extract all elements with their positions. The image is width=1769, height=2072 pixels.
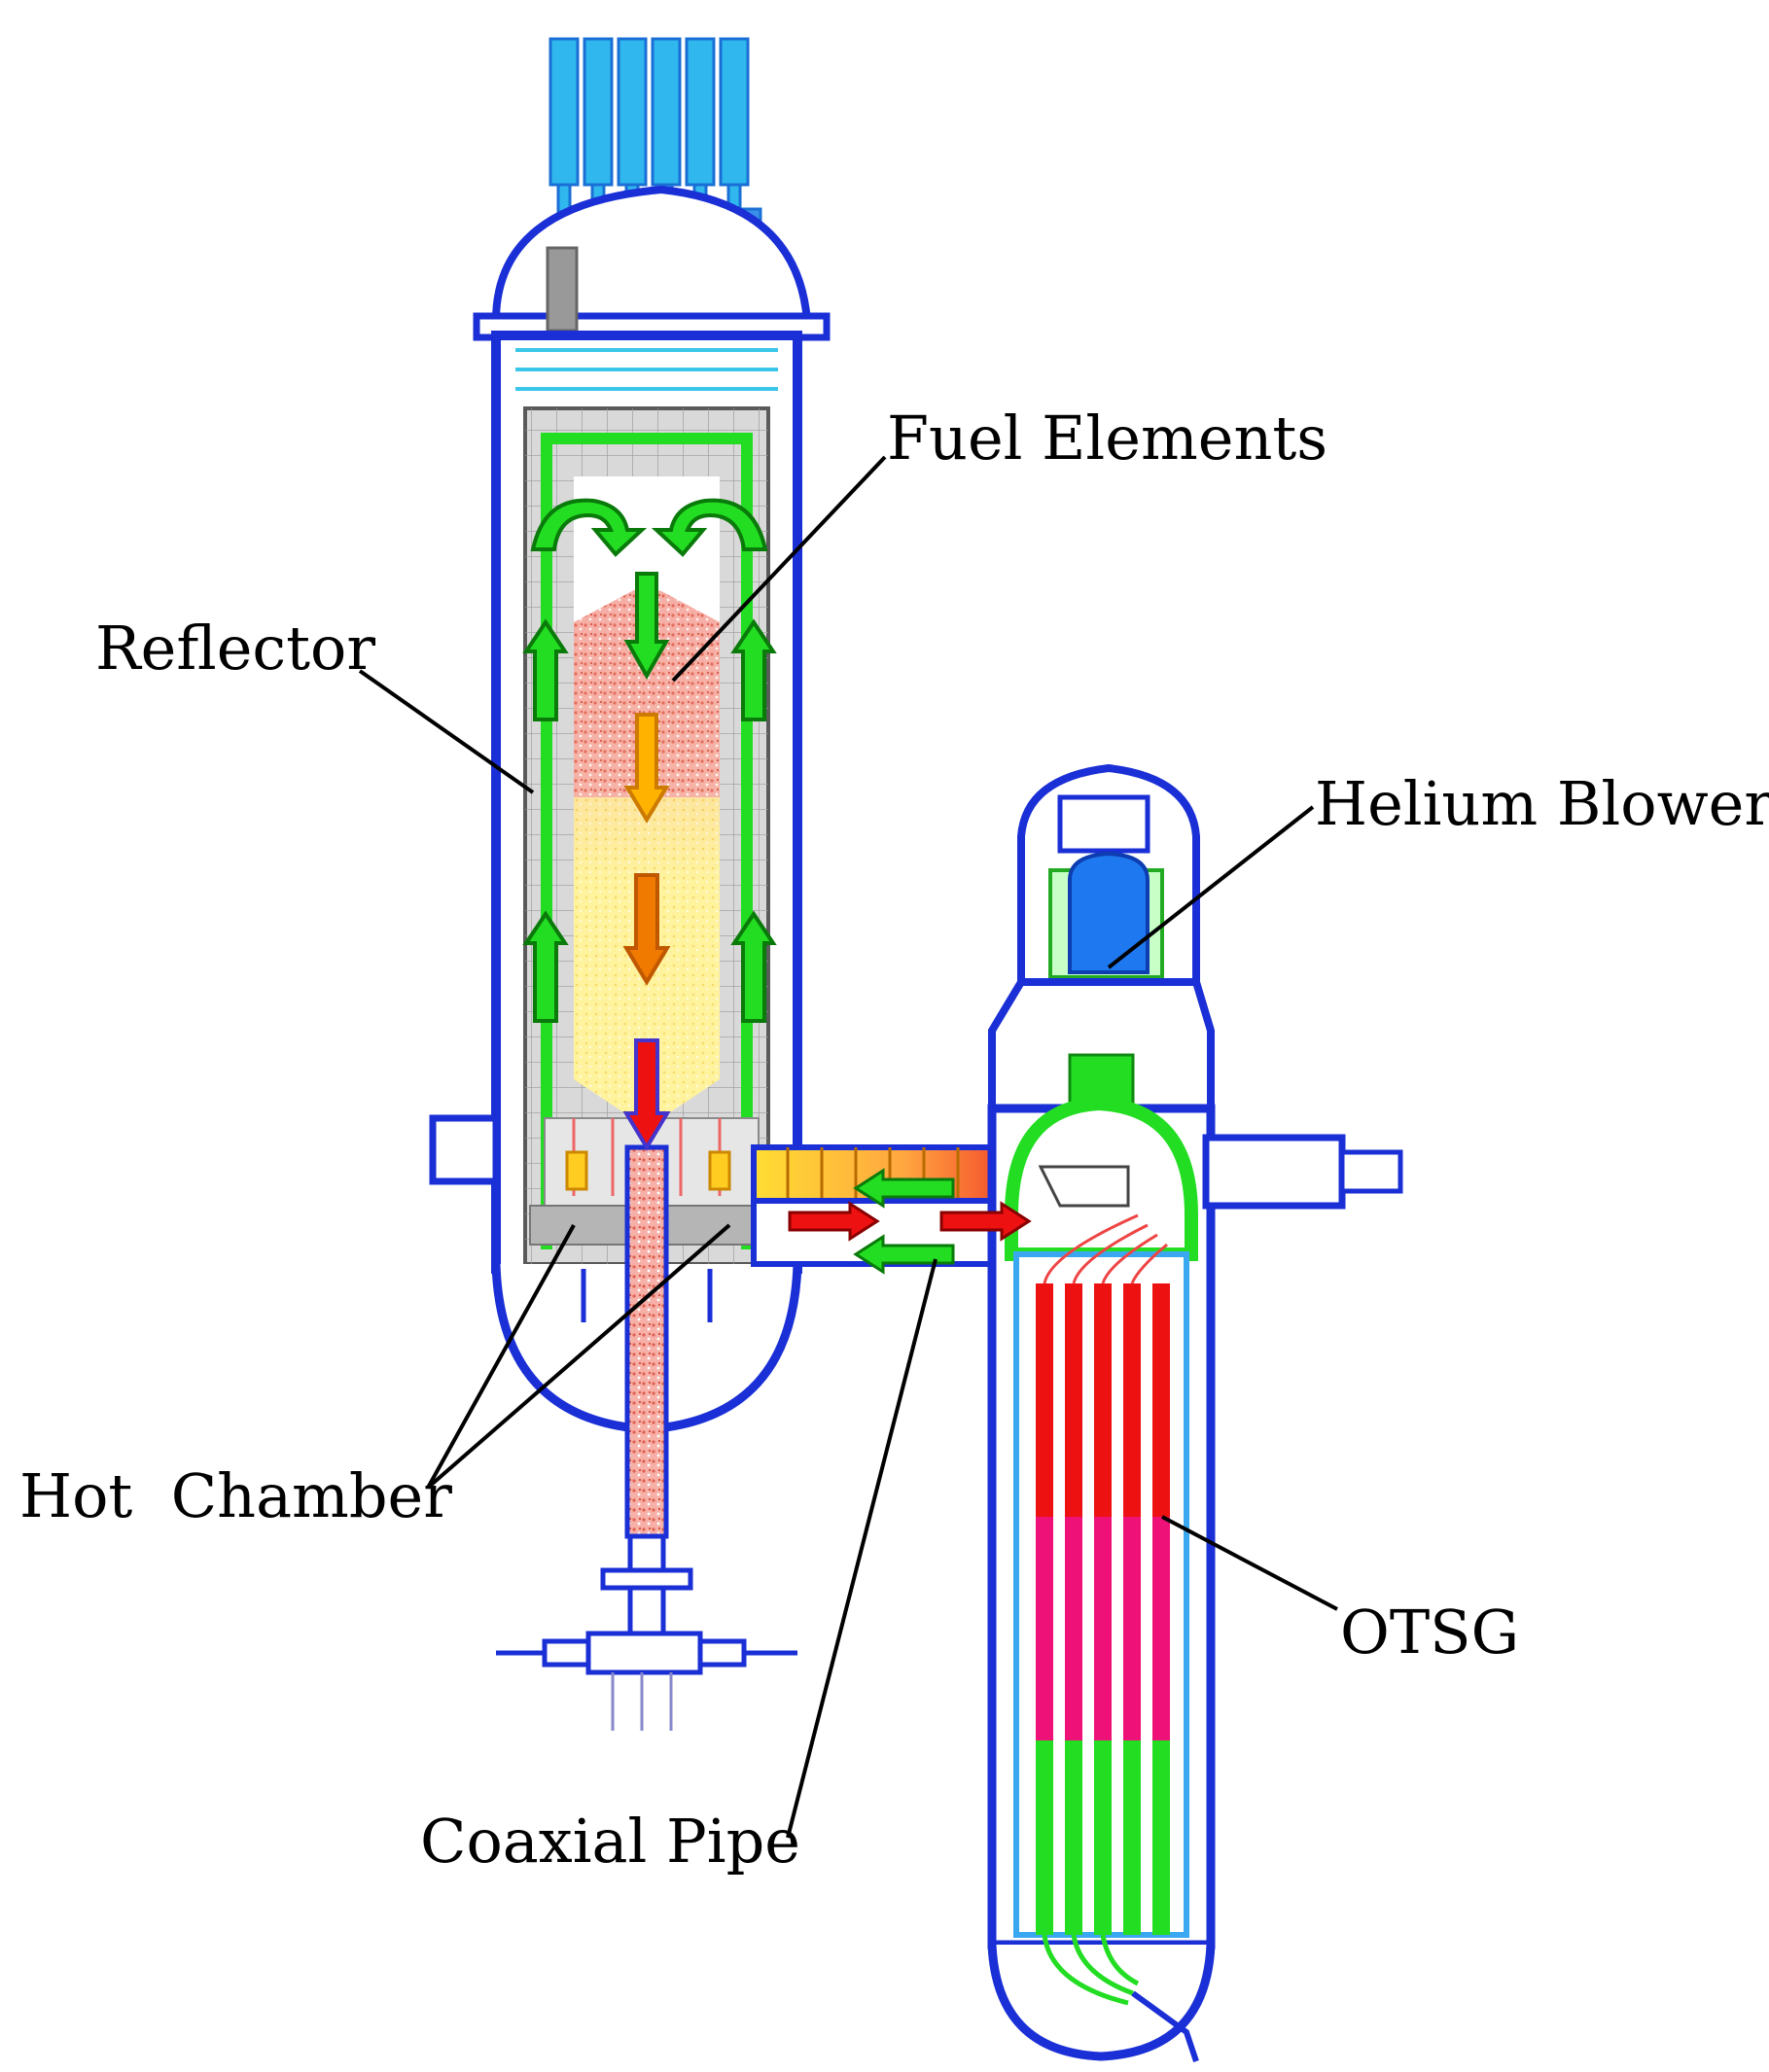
arrow-right-icon — [788, 1201, 880, 1242]
hot-chamber-right — [708, 1150, 731, 1191]
flow-arrows — [522, 498, 1032, 1275]
arrow-up-icon — [730, 910, 777, 1023]
arrow-up-icon — [522, 618, 569, 721]
arrow-down-icon — [623, 713, 670, 824]
hot-chamber-left — [565, 1150, 588, 1191]
label-reflector: Reflector — [95, 613, 375, 684]
arrow-left-icon — [853, 1234, 955, 1275]
otsg-tube-bundle — [1036, 1213, 1170, 1935]
label-coaxial-pipe: Coaxial Pipe — [420, 1806, 800, 1877]
label-helium-blower: Helium Blower — [1315, 768, 1769, 839]
arrow-down-icon — [623, 572, 670, 681]
reactor-vessel — [429, 37, 831, 1731]
leader-lines — [358, 455, 1338, 1839]
arrow-up-icon — [730, 618, 777, 721]
arrow-right-icon — [939, 1201, 1032, 1242]
curved-arrow-icon — [530, 498, 648, 557]
arrow-up-icon — [522, 910, 569, 1023]
curved-arrow-icon — [651, 498, 768, 557]
label-fuel-elements: Fuel Elements — [887, 403, 1327, 474]
arrow-down-icon — [622, 1038, 671, 1151]
fuel-discharge-tube — [624, 1144, 669, 1539]
arrow-down-icon — [622, 873, 671, 986]
label-otsg: OTSG — [1340, 1597, 1519, 1668]
steam-generator-vessel — [987, 763, 1403, 2062]
discharge-valve — [496, 1567, 797, 1731]
label-hot-chamber: Hot Chamber — [19, 1460, 452, 1531]
helium-blower-rotor — [1068, 851, 1150, 974]
arrow-left-icon — [853, 1168, 955, 1209]
